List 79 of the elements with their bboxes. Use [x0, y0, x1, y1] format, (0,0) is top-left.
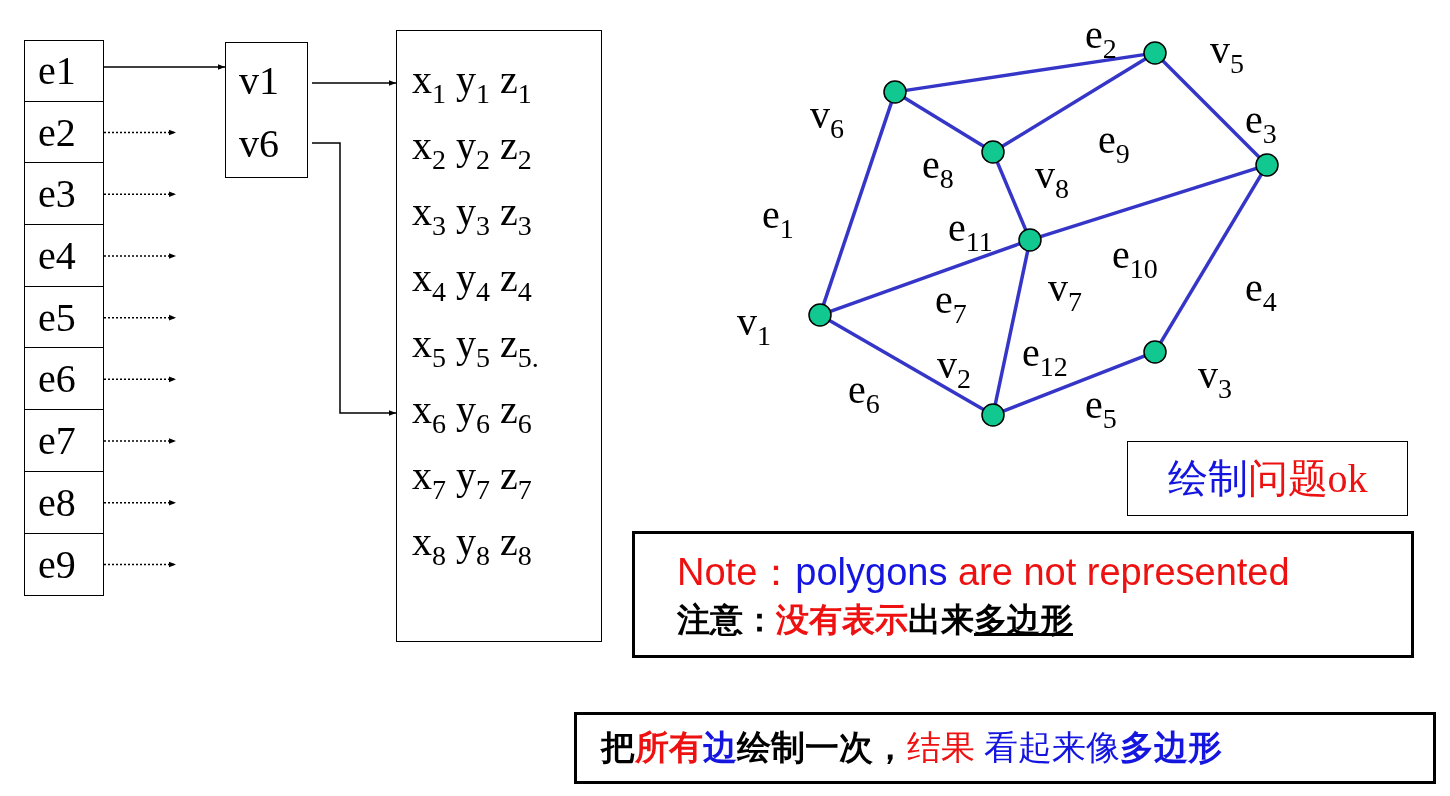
vertex-dot: [808, 303, 832, 327]
coordinate-row: x$_{3}$ y$_{3}$ z$_{3}$: [396, 182, 602, 248]
edge-label: e$_{10}$: [1112, 235, 1158, 283]
vertex-dot: [981, 140, 1005, 164]
arrow: [103, 129, 177, 136]
note-text: 把所有边绘制一次，结果 看起来像多边形: [601, 727, 1223, 769]
vertex-dot: [1143, 41, 1167, 65]
note-text: 绘制问题ok: [1167, 454, 1368, 503]
vertex-label: v$_{8}$: [1035, 155, 1069, 203]
mesh-edge: [1039, 166, 1258, 239]
coordinate-row: x$_{7}$ y$_{7}$ z$_{7}$: [396, 446, 602, 512]
edge-label: e$_{3}$: [1245, 100, 1277, 148]
vertex-label: v$_{7}$: [1048, 268, 1082, 316]
coordinate-row: x$_{6}$ y$_{6}$ z$_{6}$: [396, 380, 602, 446]
coordinate-row: x$_{1}$ y$_{1}$ z$_{1}$: [396, 50, 602, 116]
table-cell: e3: [24, 163, 104, 226]
arrow: [103, 191, 177, 198]
vertex-dot: [883, 80, 907, 104]
coordinate-list-box: [396, 30, 602, 642]
vertex-label: v$_{6}$: [810, 95, 844, 143]
vertex-dot: [981, 403, 1005, 427]
mesh-edge: [1161, 59, 1261, 159]
arrow: [103, 561, 177, 568]
mesh-edge: [1002, 354, 1146, 413]
edge-label: e$_{11}$: [948, 208, 993, 256]
mesh-edge: [905, 52, 1145, 93]
mesh-edge: [821, 101, 894, 306]
edge-label: e$_{9}$: [1098, 120, 1130, 168]
edge-label: e$_{1}$: [762, 195, 794, 243]
mesh-edge: [828, 319, 985, 411]
table-cell: e6: [24, 348, 104, 411]
table-cell: e5: [24, 286, 104, 349]
edge-label: e$_{8}$: [922, 145, 954, 193]
edge-label: e$_{7}$: [935, 280, 967, 328]
vertex-entry: v1: [225, 52, 308, 108]
vertex-label: v$_{1}$: [737, 302, 771, 350]
table-cell: e4: [24, 225, 104, 287]
vertex-dot: [1255, 153, 1279, 177]
vertex-list-box: [225, 42, 308, 178]
mesh-edge: [995, 161, 1028, 231]
vertex-label: v$_{5}$: [1210, 30, 1244, 78]
vertex-label: v$_{2}$: [937, 345, 971, 393]
vertex-entry: v6: [225, 115, 308, 171]
arrow: [103, 376, 177, 383]
vertex-dot: [1018, 228, 1042, 252]
arrow: [103, 64, 226, 70]
vertex-label: v$_{3}$: [1198, 355, 1232, 403]
table-cell: e2: [24, 101, 104, 164]
vertex-dot: [1143, 340, 1167, 364]
note-text: 注意：没有表示出来多边形: [677, 599, 1073, 640]
edge-label: e$_{4}$: [1245, 268, 1277, 316]
mesh-edge: [1001, 57, 1147, 148]
arrow: [311, 142, 397, 416]
mesh-edge: [993, 250, 1030, 405]
table-cell: e1: [24, 40, 104, 102]
table-cell: e8: [24, 471, 104, 534]
table-cell: e7: [24, 410, 104, 472]
edge-label: e$_{5}$: [1085, 385, 1117, 433]
edge-label: e$_{12}$: [1022, 333, 1068, 381]
arrow: [103, 438, 177, 444]
arrow: [311, 80, 397, 86]
mesh-edge: [1159, 173, 1263, 344]
note-text: Note：polygons are not represented: [677, 549, 1290, 595]
mesh-edge: [903, 96, 985, 148]
edge-list-table: [24, 40, 104, 596]
mesh-edge: [829, 242, 1021, 313]
note-box: [1127, 441, 1408, 516]
note-box: [632, 531, 1414, 658]
coordinate-row: x$_{2}$ y$_{2}$ z$_{2}$: [396, 116, 602, 182]
coordinate-row: x$_{8}$ y$_{8}$ z$_{8}$: [396, 512, 602, 578]
edge-label: e$_{2}$: [1085, 15, 1117, 63]
arrow: [103, 314, 177, 321]
summary-box: [574, 712, 1436, 784]
arrow: [103, 253, 177, 259]
edge-label: e$_{6}$: [848, 370, 880, 418]
coordinate-row: x$_{4}$ y$_{4}$ z$_{4}$: [396, 248, 602, 314]
table-cell: e9: [24, 533, 104, 596]
coordinate-row: x$_{5}$ y$_{5}$ z$_{5.}$: [396, 314, 602, 380]
arrow: [103, 499, 177, 506]
